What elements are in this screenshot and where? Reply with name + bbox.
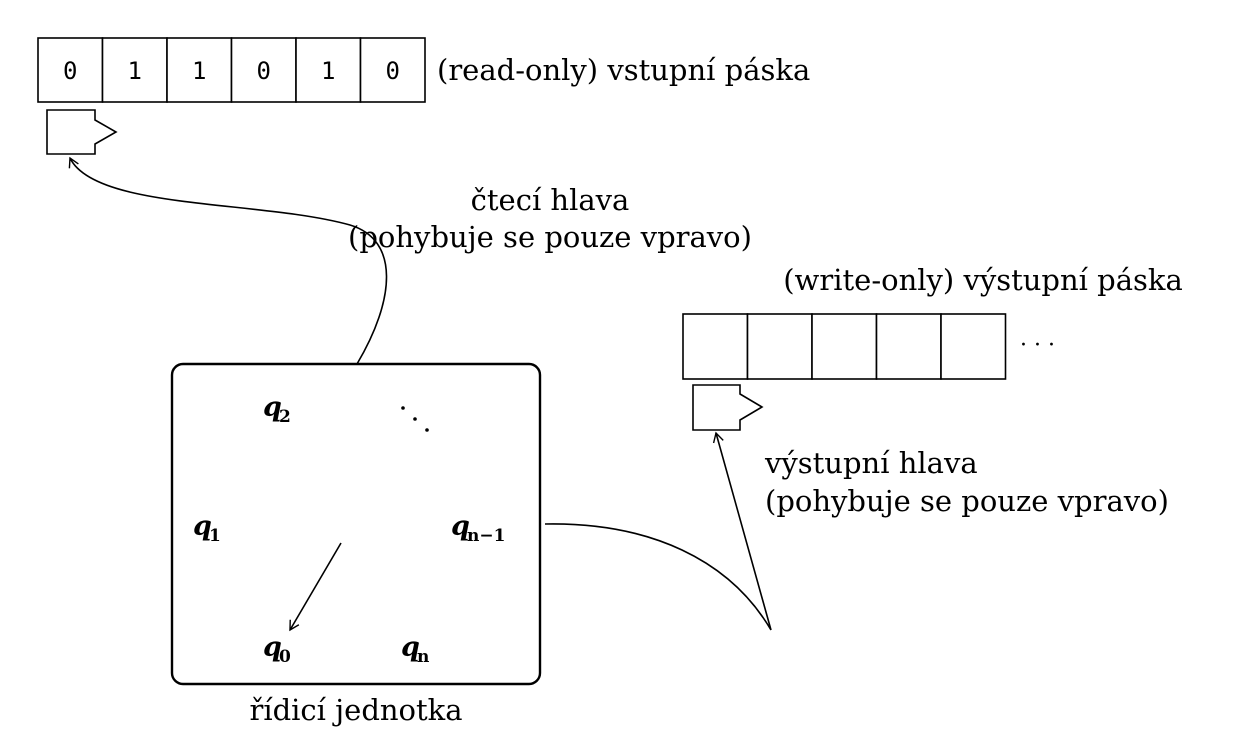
- svg-text:q: q: [193, 511, 212, 542]
- output-tape: [682, 313, 1007, 380]
- input-tape-cell-symbol: 0: [63, 57, 77, 85]
- input-tape-cell: [166, 37, 233, 103]
- state-q0: q 0: [263, 632, 291, 667]
- input-tape-cell: [101, 37, 168, 103]
- output-tape-continuation: · · ·: [1020, 333, 1055, 358]
- svg-text:n: n: [417, 647, 429, 667]
- svg-text:0: 0: [279, 647, 291, 667]
- output-tape-cell: [875, 313, 942, 380]
- input-tape-cell-symbol: 1: [128, 57, 142, 85]
- svg-text:2: 2: [279, 407, 291, 427]
- read-head-pointer: [46, 109, 118, 155]
- output-head-pointer: [692, 384, 764, 431]
- read-head-label-line2: (pohybuje se pouze vpravo): [348, 220, 752, 254]
- output-head-connector: [544, 431, 772, 631]
- input-tape-cell-symbol: 1: [321, 57, 335, 85]
- input-tape-label: (read-only) vstupní páska: [437, 53, 810, 87]
- input-tape: 0 1 1 0 1 0: [37, 37, 426, 103]
- output-tape-cell: [682, 313, 749, 380]
- input-tape-cell: [295, 37, 362, 103]
- svg-text:q: q: [451, 511, 470, 542]
- input-tape-cell-symbol: 0: [257, 57, 271, 85]
- control-unit-label: řídicí jednotka: [249, 693, 462, 727]
- svg-text:q: q: [263, 392, 282, 423]
- output-tape-label: (write-only) výstupní páska: [783, 263, 1183, 297]
- output-head-label-line2: (pohybuje se pouze vpravo): [765, 484, 1169, 518]
- states-ellipsis: [401, 406, 429, 432]
- input-tape-cell: [359, 37, 426, 103]
- input-tape-cell-symbol: 1: [192, 57, 206, 85]
- state-q-n-minus-1: q n−1: [451, 511, 505, 546]
- svg-text:q: q: [401, 632, 420, 663]
- svg-text:q: q: [263, 632, 282, 663]
- state-q2: q 2: [263, 392, 291, 427]
- svg-text:n−1: n−1: [467, 526, 505, 546]
- input-tape-cell-symbol: 0: [386, 57, 400, 85]
- read-head-connector: [68, 156, 388, 365]
- state-qn: q n: [401, 632, 429, 667]
- input-tape-cell: [37, 37, 104, 103]
- control-unit-box: [170, 362, 542, 686]
- output-tape-cell: [746, 313, 813, 380]
- read-head-label-line1: čtecí hlava: [471, 183, 630, 217]
- svg-text:1: 1: [209, 526, 221, 546]
- output-head-label-line1: výstupní hlava: [764, 446, 978, 480]
- output-tape-cell: [811, 313, 878, 380]
- transition-arrow: [289, 542, 342, 632]
- state-q1: q 1: [193, 511, 221, 546]
- output-tape-cell: [940, 313, 1007, 380]
